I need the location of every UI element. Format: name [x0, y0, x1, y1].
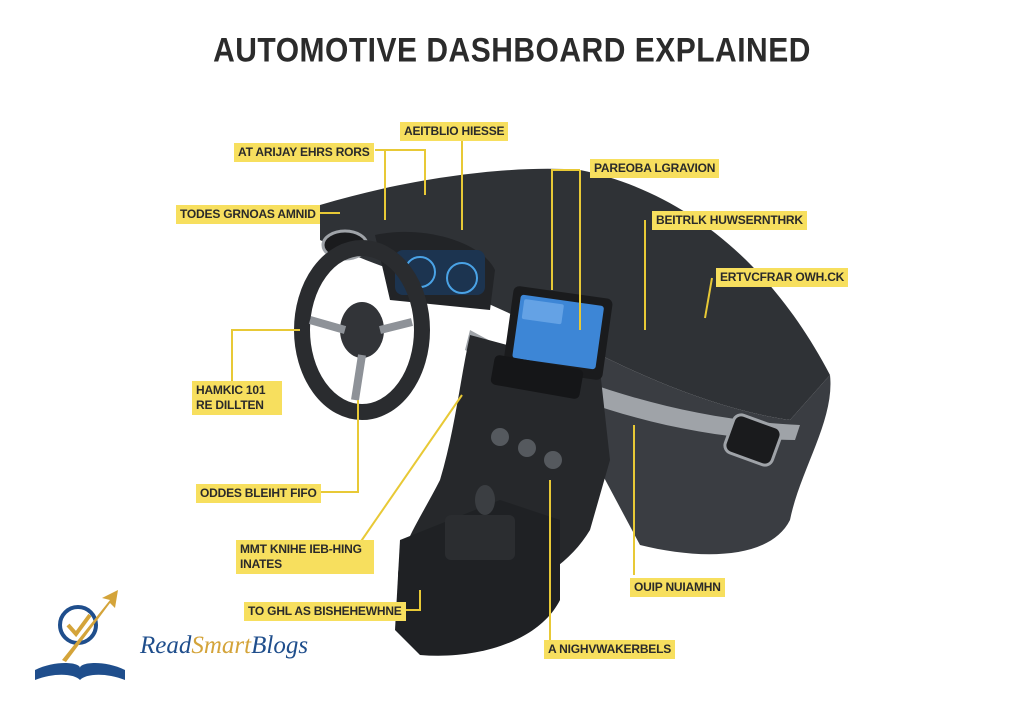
leader-line-8 [305, 400, 359, 493]
center-console [395, 500, 560, 656]
climate-controls [491, 428, 562, 469]
brand-word-smart: Smart [191, 632, 252, 659]
callout-label-8: ODDES BLEIHT FIFO [196, 484, 321, 503]
logo-checkmark-icon [66, 613, 92, 638]
brand-word-blogs: Blogs [251, 632, 309, 659]
infotainment-screen-glare [521, 299, 564, 325]
diagram-title: AUTOMOTIVE DASHBOARD EXPLAINED [213, 31, 811, 70]
climate-knob-left [491, 428, 509, 446]
read-smart-blogs-logo [35, 590, 125, 680]
callout-label-6: ERTVCFRAR OWH.CK [716, 268, 849, 287]
logo-arrow-icon [62, 590, 118, 662]
leader-line-6 [704, 277, 713, 319]
steering-wheel-hub [340, 302, 384, 358]
steering-wheel-spokes [308, 316, 413, 401]
leader-lines [231, 140, 713, 640]
callout-label-11: OUIP NUIAMHN [630, 578, 725, 597]
callout-label-4: TODES GRNOAS AMNID [176, 205, 320, 224]
leader-line-3 [551, 169, 580, 290]
leader-line-1b [375, 149, 426, 195]
leader-line-7 [231, 329, 300, 390]
callout-label-1: AT ARIJAY EHRS RORS [234, 143, 374, 162]
callout-label-12: A NIGHVWAKERBELS [544, 640, 676, 659]
dashboard-right-panel [590, 350, 831, 555]
speedometer-gauge [446, 262, 478, 294]
right-air-vent [723, 413, 783, 467]
steering-wheel-rim [294, 240, 430, 420]
brand-word-read: Read [140, 632, 192, 659]
steering-wheel [294, 240, 430, 420]
logo-book-icon [35, 663, 125, 680]
callout-label-10: TO GHL AS BISHEHEWHNE [244, 602, 406, 621]
leader-line-9 [354, 394, 463, 551]
callout-label-5: BEITRLK HUWSERNTHRK [652, 211, 807, 230]
climate-knob-right [544, 451, 562, 469]
callout-label-2: AEITBLIO HIESSE [400, 122, 509, 141]
gear-shifter-boot [445, 515, 515, 560]
brand-wordmark: ReadSmartBlogs [140, 632, 308, 660]
gear-shifter-knob [475, 485, 495, 515]
callout-label-7: HAMKIC 101 RE DILLTEN [192, 381, 282, 415]
callout-label-9: MMT KNIHE IEB-HING INATES [236, 540, 374, 574]
climate-knob-center [518, 439, 536, 457]
callout-label-3: PAREOBA LGRAVION [590, 159, 720, 178]
center-air-vent [490, 355, 584, 399]
